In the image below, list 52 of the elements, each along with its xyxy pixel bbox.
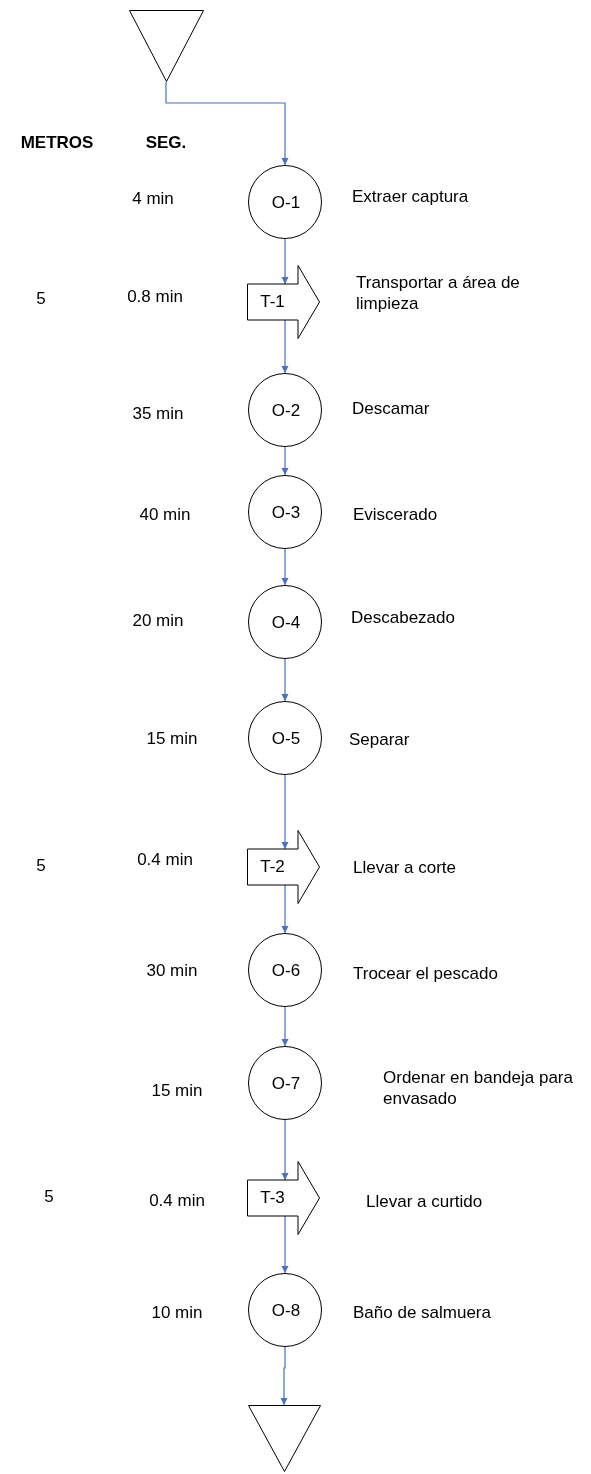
time-value: 10 min (150, 1302, 204, 1323)
step-description: Ordenar en bandeja para envasado (383, 1067, 574, 1109)
time-value: 20 min (131, 610, 185, 631)
operation-circle: O-1 (248, 165, 322, 239)
flow-arrow (281, 774, 289, 850)
time-value: 15 min (150, 1080, 204, 1101)
operation-circle: O-5 (248, 701, 322, 775)
time-value: 0.8 min (126, 286, 184, 307)
storage-triangle (247, 1405, 321, 1472)
time-value: 0.4 min (136, 849, 194, 870)
distance-value: 5 (35, 288, 47, 309)
time-value: 30 min (145, 960, 199, 981)
flow-arrow (281, 658, 289, 702)
operation-circle: O-3 (248, 475, 322, 549)
step-description: Eviscerado (353, 504, 438, 525)
operation-circle: O-7 (248, 1046, 322, 1120)
operation-circle: O-2 (248, 373, 322, 447)
step-description: Baño de salmuera (353, 1302, 491, 1323)
step-description: Llevar a curtido (366, 1191, 483, 1212)
step-description: Transportar a área de limpieza (356, 272, 521, 314)
flow-arrow (281, 446, 289, 476)
flow-arrow (281, 1119, 289, 1181)
time-value: 40 min (138, 504, 192, 525)
step-description: Descabezado (351, 607, 455, 628)
transport-symbol: T-1 (247, 265, 320, 339)
step-description: Separar (349, 729, 410, 750)
flow-arrow (281, 1215, 289, 1274)
flow-arrow (281, 548, 289, 586)
flow-arrow (281, 884, 289, 934)
flow-arrow (165, 81, 289, 166)
column-header: METROS (19, 132, 95, 153)
distance-value: 5 (35, 855, 47, 876)
operation-circle: O-6 (248, 933, 322, 1007)
step-description: Trocear el pescado (353, 963, 498, 984)
step-description: Llevar a corte (353, 857, 456, 878)
distance-value: 5 (43, 1186, 55, 1207)
time-value: 15 min (145, 728, 199, 749)
time-value: 0.4 min (148, 1190, 206, 1211)
flow-arrow (280, 1346, 288, 1406)
transport-symbol: T-3 (247, 1161, 320, 1235)
operation-circle: O-4 (248, 585, 322, 659)
operation-circle: O-8 (248, 1273, 322, 1347)
flow-arrow (281, 1006, 289, 1047)
flow-arrow (281, 319, 289, 374)
flow-arrow (281, 238, 289, 285)
step-description: Descamar (352, 398, 430, 419)
storage-triangle (128, 10, 204, 82)
column-header: SEG. (144, 132, 188, 153)
time-value: 4 min (131, 188, 175, 209)
transport-symbol: T-2 (247, 830, 320, 904)
time-value: 35 min (131, 403, 185, 424)
step-description: Extraer captura (352, 186, 469, 207)
